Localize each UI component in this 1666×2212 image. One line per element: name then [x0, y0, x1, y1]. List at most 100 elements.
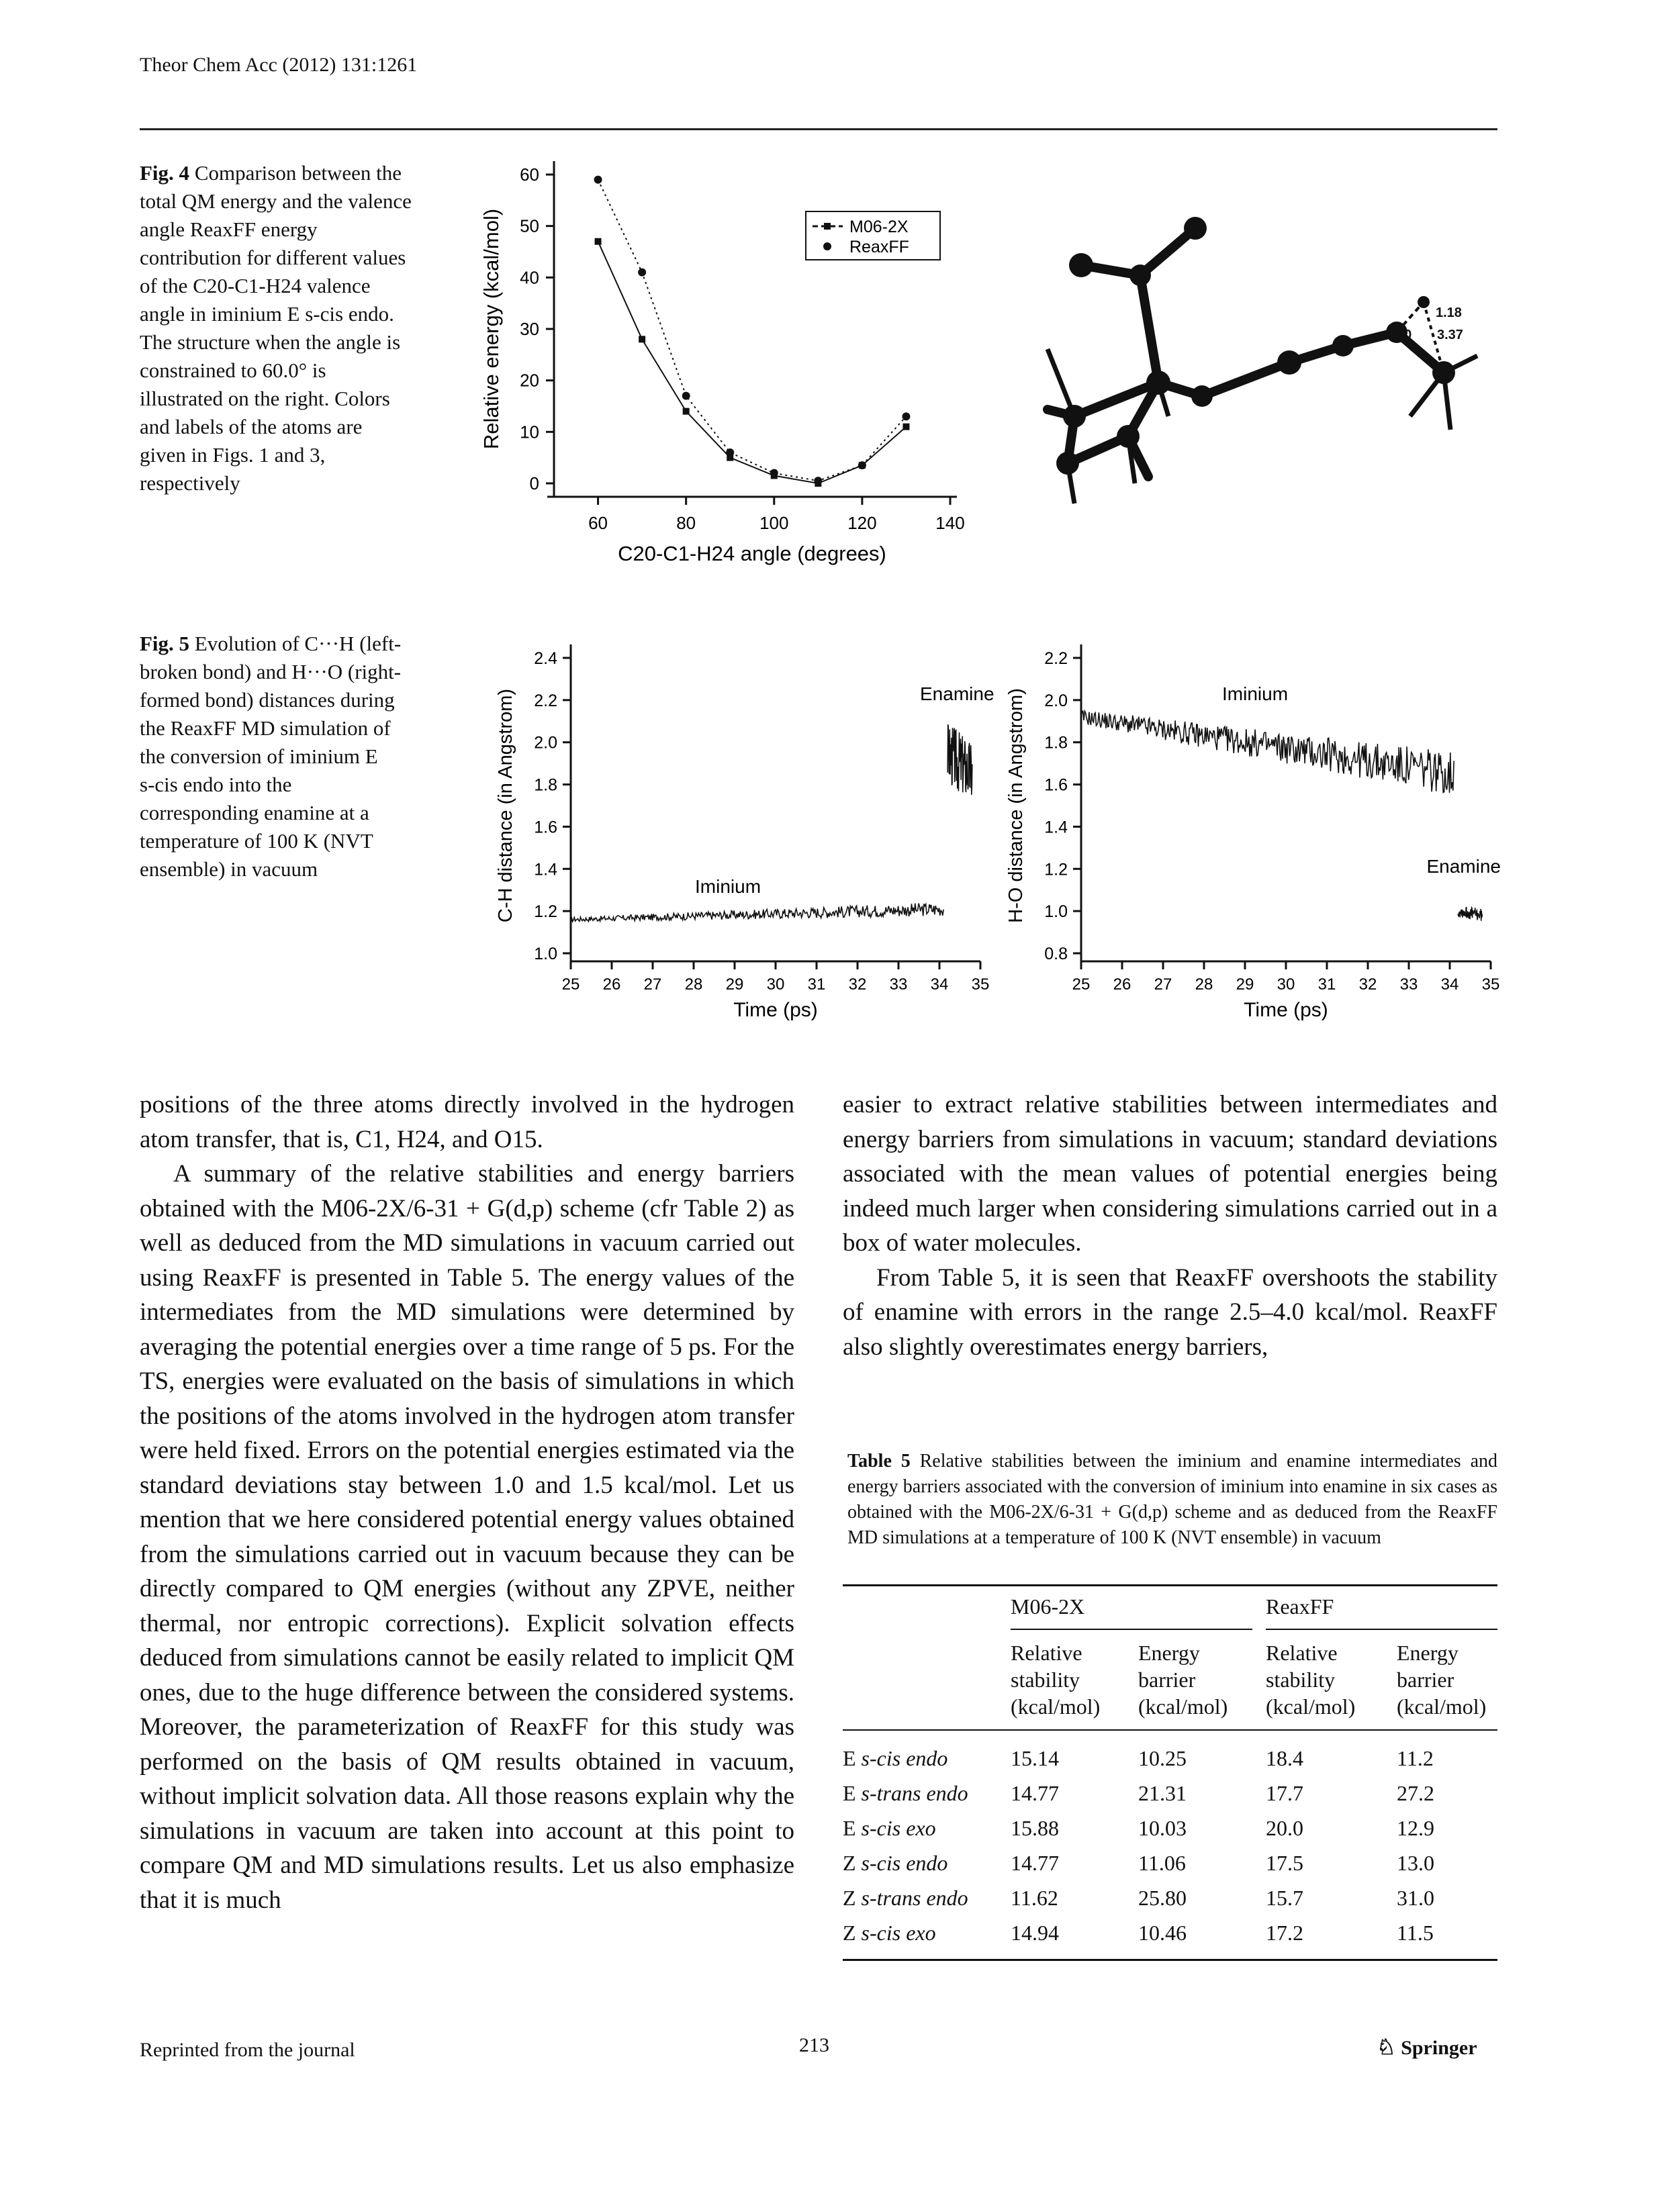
x-tick-label: 31	[1318, 975, 1336, 994]
y-tick-label: 60	[520, 164, 539, 185]
y-tick-label: 0.8	[1044, 945, 1068, 963]
series-line-reaxff	[597, 179, 907, 482]
table5-group-m06: M06-2X	[1011, 1594, 1085, 1619]
fig4-caption-line-9: and labels of the atoms are	[140, 415, 363, 438]
publisher-name: Springer	[1401, 2037, 1477, 2059]
bond	[1197, 358, 1294, 401]
table-row-label: Z s-trans endo	[843, 1878, 1011, 1913]
body-left-column: positions of the three atoms directly in…	[140, 1088, 794, 1917]
body-left-paragraph-2: A summary of the relative stabilities an…	[140, 1160, 794, 1914]
body-right-paragraph-2: From Table 5, it is seen that ReaxFF ove…	[843, 1263, 1497, 1361]
fig4-caption-line-10: given in Figs. 1 and 3,	[140, 443, 326, 467]
y-tick-label: 2.2	[1044, 649, 1068, 668]
y-tick-label: 1.2	[1044, 860, 1068, 879]
data-point-m06-2x	[903, 423, 910, 430]
table5-colhead-line: stability	[1011, 1668, 1080, 1692]
atom-h	[1418, 296, 1430, 308]
table5-group-rule	[1011, 1629, 1252, 1630]
table-row-label: Z s-cis exo	[843, 1913, 1011, 1948]
fig4-molecule-structure: 1.18 60 3.37	[1043, 217, 1479, 504]
y-tick-label: 1.4	[1044, 818, 1068, 836]
series-line-m06-2x	[597, 241, 907, 485]
bond	[1136, 271, 1163, 387]
bond	[1070, 378, 1163, 421]
bond-h	[1045, 348, 1077, 418]
y-tick-label: 10	[520, 422, 539, 442]
table5-top-rule	[843, 1584, 1497, 1586]
table5-colhead-1: Relative stability (kcal/mol)	[1011, 1630, 1138, 1720]
y-axis-label: Relative energy (kcal/mol)	[479, 209, 503, 449]
legend-label-reaxff: ReaxFF	[849, 238, 909, 256]
fig4-caption-line-8: illustrated on the right. Colors	[140, 387, 390, 410]
row-label-prefix: E	[843, 1746, 862, 1770]
table-cell: 17.2	[1266, 1921, 1303, 1945]
row-label-conformer: s-cis exo	[861, 1921, 936, 1945]
legend-marker-m06-2x	[824, 223, 831, 230]
y-tick-label: 1.6	[1044, 776, 1068, 795]
data-point-m06-2x	[727, 454, 734, 461]
y-axis-label: C-H distance (in Angstrom)	[495, 689, 516, 922]
x-tick-label: 60	[588, 513, 608, 533]
y-tick-label: 0	[530, 473, 539, 493]
footer-reprinted: Reprinted from the journal	[140, 2039, 355, 2061]
table5-bottom-rule	[843, 1959, 1497, 1961]
molecule-label-angle: 60	[1397, 328, 1412, 342]
y-tick-label: 1.0	[1044, 902, 1068, 921]
fig5-caption-line-0: Evolution of C···H (left-	[194, 632, 402, 655]
table5-colhead-line: Relative	[1266, 1641, 1338, 1665]
series-line-iminium	[1080, 709, 1454, 794]
table5-colhead-line: (kcal/mol)	[1011, 1694, 1101, 1719]
table-cell: 31.0	[1397, 1886, 1434, 1910]
legend-box	[805, 211, 941, 260]
row-label-conformer: s-cis endo	[861, 1746, 948, 1770]
x-axis-label: C20-C1-H24 angle (degrees)	[618, 542, 886, 565]
fig4-caption-line-11: respectively	[140, 471, 240, 495]
table-cell: 15.14	[1011, 1746, 1059, 1770]
table5-colhead-line: (kcal/mol)	[1138, 1694, 1228, 1719]
x-tick-label: 25	[1072, 975, 1091, 994]
table5-caption-text: Relative stabilities between the iminium…	[847, 1451, 1497, 1548]
fig5-caption-line-5: s-cis endo into the	[140, 773, 292, 796]
fig5-label: Fig. 5	[140, 632, 190, 655]
fig4-caption-line-2: angle ReaxFF energy	[140, 218, 318, 241]
fig4-caption-line-0: Comparison between the	[194, 161, 402, 185]
row-label-prefix: Z	[843, 1851, 862, 1875]
fig5-caption-line-6: corresponding enamine at a	[140, 801, 369, 824]
x-tick-label: 25	[562, 975, 580, 994]
table5-colhead-line: Relative	[1011, 1641, 1082, 1665]
table5-group-rule	[1266, 1629, 1497, 1630]
table-cell: 18.4	[1266, 1746, 1303, 1770]
atom	[1063, 405, 1086, 428]
series-line-enamine	[947, 724, 973, 796]
table5-colhead-line: Energy	[1138, 1641, 1200, 1665]
table-cell: 15.88	[1011, 1816, 1059, 1840]
data-point-reaxff	[638, 268, 647, 277]
fig4-caption-line-7: constrained to 60.0° is	[140, 358, 326, 382]
fig5-caption: Fig. 5 Evolution of C···H (left- broken …	[140, 630, 455, 883]
x-axis-label: Time (ps)	[733, 999, 818, 1021]
atom	[1129, 265, 1151, 286]
table-cell: 14.77	[1011, 1851, 1059, 1875]
fig4-caption: Fig. 4 Comparison between the total QM e…	[140, 159, 455, 497]
data-point-m06-2x	[639, 336, 646, 343]
atom	[1432, 361, 1455, 384]
x-tick-label: 27	[644, 975, 662, 994]
y-tick-label: 1.6	[534, 818, 557, 836]
table-cell: 27.2	[1397, 1781, 1434, 1805]
table5: M06-2X ReaxFF Relative stability (kcal/m…	[843, 1584, 1497, 1961]
y-tick-label: 1.8	[1044, 734, 1068, 753]
table-cell: 10.03	[1138, 1816, 1187, 1840]
row-label-conformer: s-trans endo	[861, 1781, 968, 1805]
data-point-reaxff	[682, 391, 690, 400]
fig5-caption-line-4: the conversion of iminium E	[140, 744, 378, 768]
x-tick-label: 27	[1154, 975, 1172, 994]
table-cell: 20.0	[1266, 1816, 1303, 1840]
header-rule	[140, 128, 1497, 130]
row-label-prefix: E	[843, 1816, 862, 1840]
x-tick-label: 34	[931, 975, 949, 994]
y-tick-label: 50	[520, 216, 539, 236]
